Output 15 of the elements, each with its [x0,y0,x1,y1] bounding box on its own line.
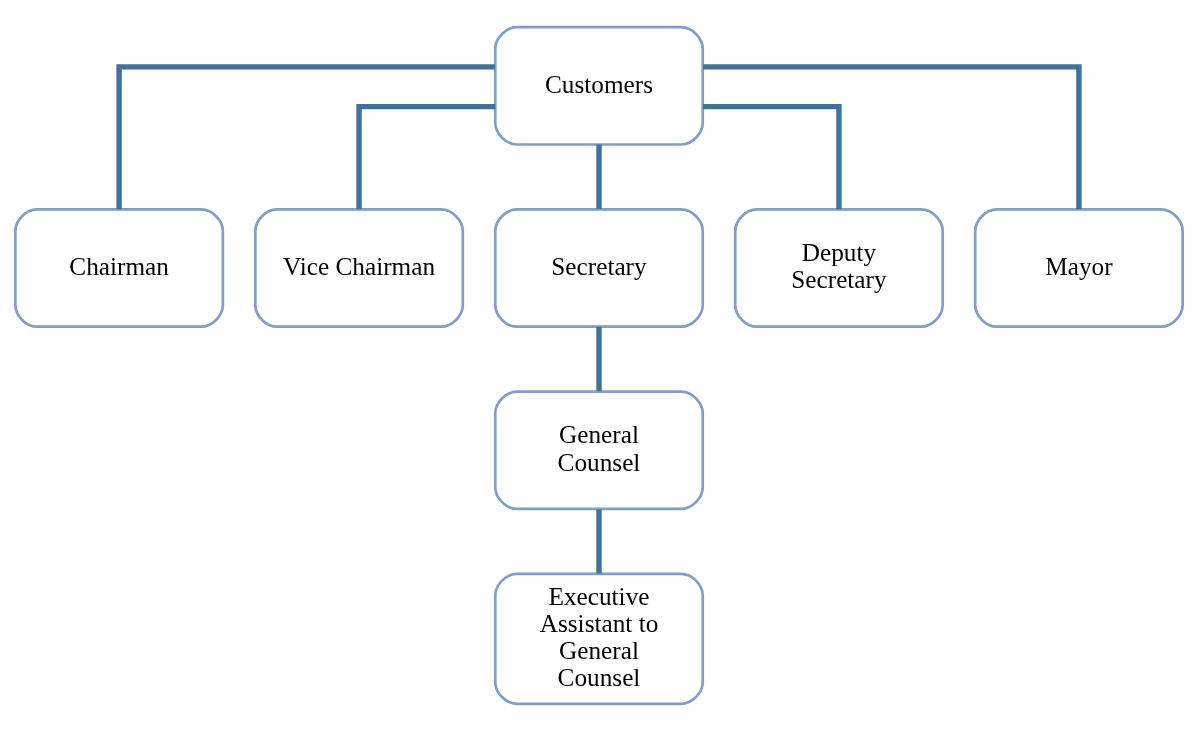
connector [702,103,842,210]
node-box: Executive Assistant to General Counsel [493,572,705,706]
connector [356,103,496,210]
node-box: General Counsel [493,390,705,511]
connector [596,326,602,392]
node-box: Mayor [973,208,1184,329]
connector [116,64,495,210]
connector [596,509,602,574]
connector [703,64,1082,210]
node-box: Customers [493,25,705,146]
connector [596,144,602,209]
node-box: Deputy Secretary [733,208,945,329]
node-box: Vice Chairman [253,208,465,329]
node-box: Secretary [493,208,705,329]
node-box: Chairman [14,208,225,329]
